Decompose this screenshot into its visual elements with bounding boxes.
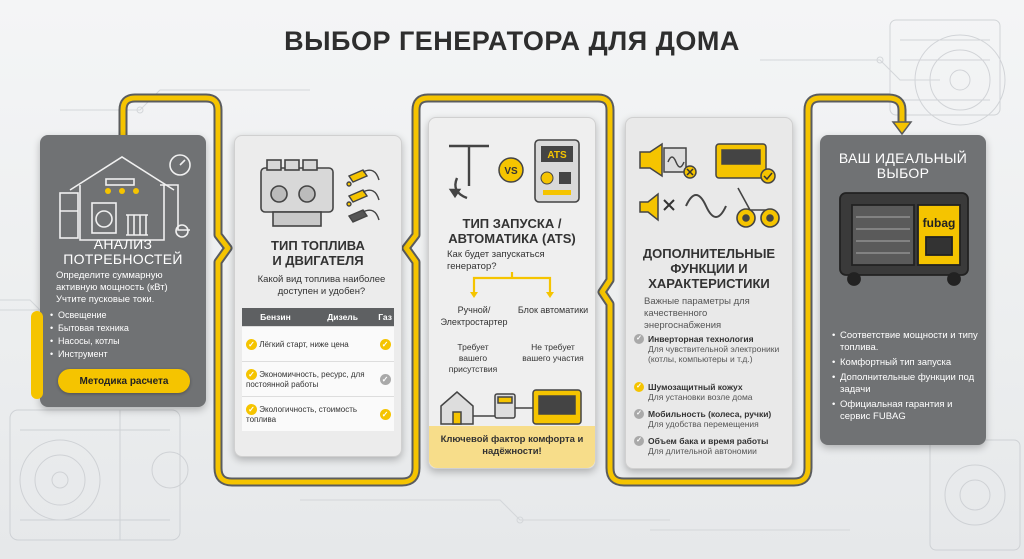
feature-mobility: ✓ Мобильность (колеса, ручки) Для удобст… (634, 409, 784, 429)
check-icon: ✓ (634, 334, 644, 344)
table-cell: Экономичность, ресурс, для постоянной ра… (246, 369, 365, 389)
step-analysis-card: АНАЛИЗ ПОТРЕБНОСТЕЙ Определите суммарную… (40, 135, 206, 407)
step-1-title-line1: АНАЛИЗ (93, 236, 153, 252)
calculation-method-button[interactable]: Методика расчета (58, 369, 190, 393)
step-2-question: Какой вид топлива наиболее доступен и уд… (257, 274, 386, 297)
engine-fuel-nozzles-icon (260, 159, 380, 227)
key-factor-banner: Ключевой фактор комфорта и надёжности! (429, 426, 595, 468)
step-4-title: ДОПОЛНИТЕЛЬНЫЕ ФУНКЦИИ И ХАРАКТЕРИСТИКИ (626, 246, 792, 291)
table-row: ✓ Экономичность, ресурс, для постоянной … (242, 361, 394, 397)
step-5-bullets: Соответствие мощности и типу топлива. Ко… (832, 330, 978, 423)
step-3-title-line2: АВТОМАТИКА (ATS) (448, 231, 576, 246)
table-row: ✓ Экологичность, стоимость топлива ✓ (242, 396, 394, 431)
table-cell: Экологичность, стоимость топлива (246, 404, 358, 424)
step-2-title-line2: И ДВИГАТЕЛЯ (272, 253, 364, 268)
feature-title: Объем бака и время работы (648, 436, 769, 446)
step-start-type-card: VS ATS ТИП ЗАПУСКА / АВТОМАТИКА (ATS) Ка… (428, 117, 596, 469)
list-item: Освещение (50, 309, 200, 322)
step-features-card: ДОПОЛНИТЕЛЬНЫЕ ФУНКЦИИ И ХАРАКТЕРИСТИКИ … (625, 117, 793, 469)
step-fuel-card: ТИП ТОПЛИВА И ДВИГАТЕЛЯ Какой вид топлив… (234, 135, 402, 457)
vs-badge-icon: VS (498, 157, 524, 183)
step-3-title: ТИП ЗАПУСКА / АВТОМАТИКА (ATS) (429, 216, 595, 246)
check-icon: ✓ (246, 338, 257, 350)
step-4-title-line3: ХАРАКТЕРИСТИКИ (648, 276, 770, 291)
feature-subtitle: Для чувствительной электроники (котлы, к… (648, 344, 780, 364)
check-icon: ✓ (379, 408, 391, 420)
partial-check-icon: ✓ (379, 373, 391, 385)
page-title: ВЫБОР ГЕНЕРАТОРА ДЛЯ ДОМА (284, 26, 740, 56)
step-3-question: Как будет запускаться генератор? (447, 249, 545, 272)
branch-arrows (470, 272, 554, 298)
step-4-title-line2: ФУНКЦИИ И (670, 261, 748, 276)
brand-label: fubag (923, 216, 956, 230)
table-cell: Лёгкий старт, ниже цена (259, 339, 349, 349)
note-no-participation: Не требует вашего участия (522, 342, 584, 363)
ats-panel-icon: ATS (534, 139, 580, 203)
list-item: Насосы, котлы (50, 335, 200, 348)
list-item: Официальная гарантия и сервис FUBAG (832, 399, 978, 423)
step-5-title-line1: ВАШ ИДЕАЛЬНЫЙ (838, 150, 968, 166)
step-1-title-line2: ПОТРЕБНОСТЕЙ (63, 251, 183, 267)
feature-inverter: ✓ Инверторная технология Для чувствитель… (634, 334, 784, 364)
option-manual-start: Ручной/ Электростартер (440, 305, 508, 327)
column-header-gas: Газ (376, 308, 394, 327)
feature-noise-cover: ✓ Шумозащитный кожух Для установки возле… (634, 382, 784, 402)
list-item: Комфортный тип запуска (832, 357, 978, 369)
fuel-comparison-table: Бензин Дизель Газ ✓ Лёгкий старт, ниже ц… (242, 308, 394, 431)
accent-bar (31, 311, 43, 399)
list-item: Инструмент (50, 348, 200, 361)
check-icon: ✓ (634, 382, 644, 392)
feature-icons (639, 142, 780, 228)
step-1-title: АНАЛИЗ ПОТРЕБНОСТЕЙ (40, 237, 206, 267)
vs-label: VS (504, 166, 518, 177)
check-icon: ✓ (634, 409, 644, 419)
step-2-title: ТИП ТОПЛИВА И ДВИГАТЕЛЯ (235, 238, 401, 268)
table-row: ✓ Лёгкий старт, ниже цена ✓ (242, 326, 394, 362)
step-4-intro: Важные параметры для качественного энерг… (644, 296, 750, 331)
note-requires-presence: Требует вашего присутствия (448, 342, 498, 374)
check-icon: ✓ (246, 368, 257, 380)
wheels-icon (736, 187, 780, 228)
step-3-title-line1: ТИП ЗАПУСКА / (462, 216, 562, 231)
start-type-icons: VS ATS (448, 139, 580, 203)
step-5-title: ВАШ ИДЕАЛЬНЫЙ ВЫБОР (820, 151, 986, 181)
house-appliances-icon (59, 154, 191, 241)
step-ideal-choice-card: ВАШ ИДЕАЛЬНЫЙ ВЫБОР fubag Соответствие м… (820, 135, 986, 445)
step-1-description: Определите суммарную активную мощность (… (56, 270, 168, 305)
step-4-title-line1: ДОПОЛНИТЕЛЬНЫЕ (642, 246, 776, 261)
ats-label: ATS (547, 150, 567, 161)
feature-subtitle: Для установки возле дома (648, 392, 753, 402)
step-1-bullets: Освещение Бытовая техника Насосы, котлы … (50, 309, 200, 361)
step-5-title-line2: ВЫБОР (876, 165, 930, 181)
step-2-title-line1: ТИП ТОПЛИВА (271, 238, 365, 253)
check-icon: ✓ (379, 338, 391, 350)
fubag-generator-icon: fubag (839, 192, 969, 286)
house-ats-generator-icon (440, 389, 582, 425)
option-ats: Блок автоматики (517, 305, 589, 315)
sine-wave-icon (685, 194, 727, 218)
column-header-petrol: Бензин (242, 308, 309, 327)
feature-title: Шумозащитный кожух (648, 382, 743, 392)
check-icon: ✓ (246, 403, 257, 415)
list-item: Дополнительные функции под задачи (832, 372, 978, 396)
manual-start-handle-icon (448, 144, 489, 200)
key-factor-text: Ключевой фактор комфорта и надёжности! (440, 434, 584, 457)
list-item: Бытовая техника (50, 322, 200, 335)
feature-title: Мобильность (колеса, ручки) (648, 409, 772, 419)
feature-tank-runtime: ✓ Объем бака и время работы Для длительн… (634, 436, 784, 456)
generator-check-icon (715, 143, 776, 184)
inverter-icon (639, 142, 697, 179)
list-item: Соответствие мощности и типу топлива. (832, 330, 978, 354)
feature-subtitle: Для длительной автономии (648, 446, 757, 456)
feature-subtitle: Для удобства перемещения (648, 419, 759, 429)
column-header-diesel: Дизель (308, 308, 377, 327)
check-icon: ✓ (634, 436, 644, 446)
feature-title: Инверторная технология (648, 334, 754, 344)
mute-speaker-icon (639, 192, 675, 222)
